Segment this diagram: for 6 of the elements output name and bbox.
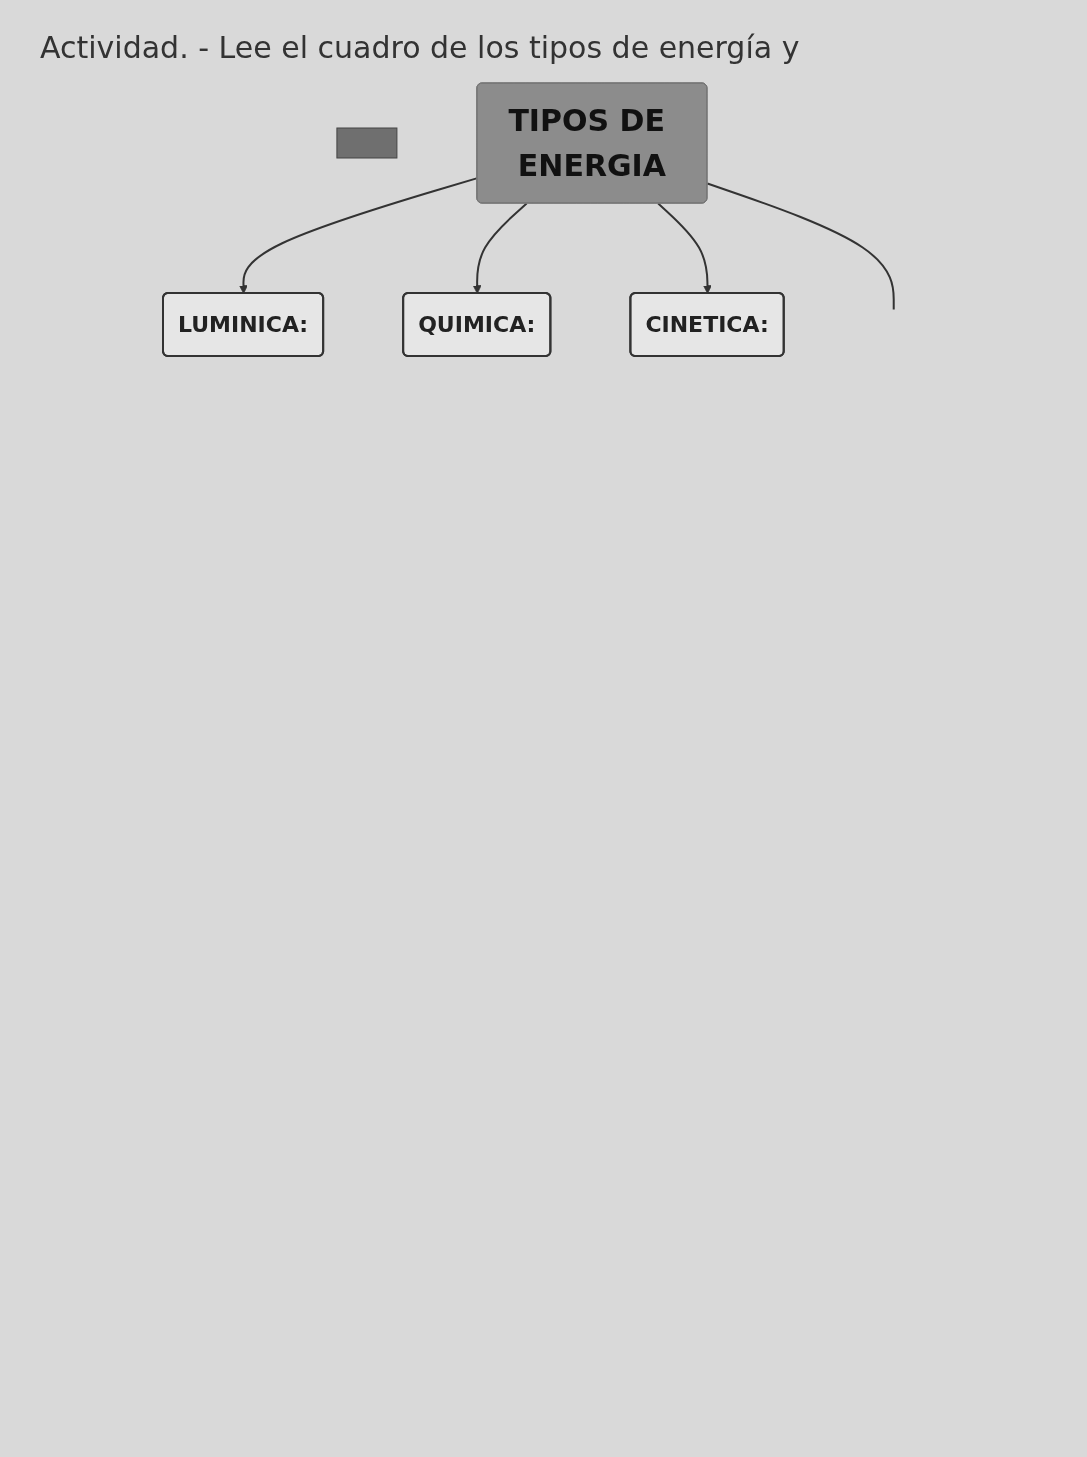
arrow bbox=[239, 177, 479, 294]
arrow bbox=[472, 202, 528, 294]
node-box bbox=[336, 127, 398, 159]
title: Actividad. - Lee el cuadro de los tipos de energía y bbox=[39, 29, 801, 67]
arrow bbox=[657, 202, 712, 294]
connector bbox=[706, 182, 895, 311]
